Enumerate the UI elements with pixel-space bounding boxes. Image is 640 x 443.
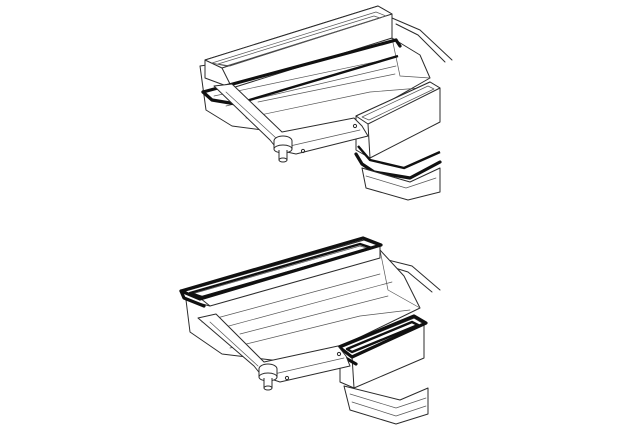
bottom-small-box	[339, 317, 425, 389]
top-bolt	[273, 135, 293, 163]
bottom-bracket-strap	[197, 313, 351, 383]
top-upper-arm	[391, 17, 453, 63]
panel-bottom-assembly	[179, 236, 441, 425]
bottom-bolt	[258, 363, 278, 391]
top-small-box	[355, 81, 441, 159]
panel-top-assembly	[199, 5, 453, 201]
bottom-small-box-base	[343, 385, 429, 425]
top-small-box-base	[361, 167, 441, 201]
top-long-box-seal	[201, 38, 402, 106]
bottom-long-box-rim-gasket	[179, 236, 383, 308]
bottom-main-housing	[185, 249, 421, 363]
top-long-box	[204, 5, 393, 89]
